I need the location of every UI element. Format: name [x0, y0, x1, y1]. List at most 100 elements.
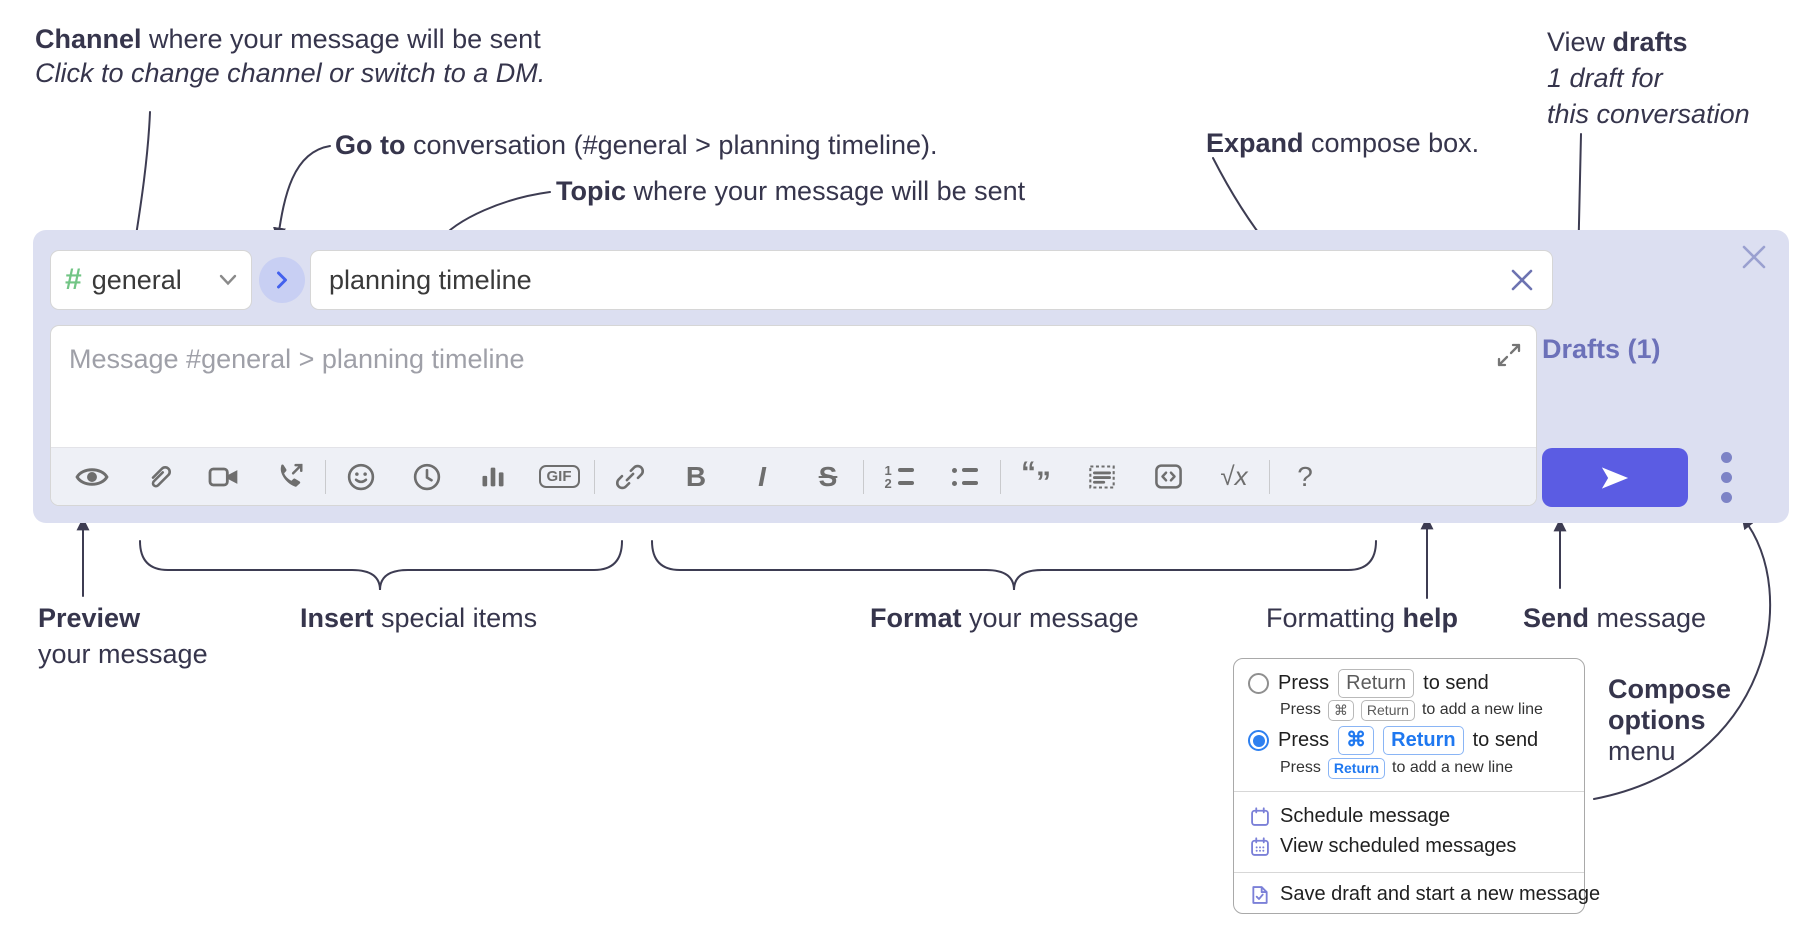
key-return: Return	[1360, 700, 1415, 721]
emoji-button[interactable]	[328, 462, 394, 492]
link-icon	[615, 464, 645, 489]
send-button[interactable]	[1542, 448, 1688, 507]
bulleted-list-button[interactable]	[932, 464, 998, 490]
annotation-formatting-help: Formatting help	[1266, 603, 1459, 633]
compose-toolbar: GIF B I	[51, 447, 1536, 505]
radio-option-cmd-return-to-send[interactable]: Press ⌘ Return to send	[1248, 726, 1538, 755]
message-input[interactable]: Message #general > planning timeline	[50, 325, 1537, 506]
key-return: Return	[1338, 669, 1415, 698]
connector-goto	[273, 145, 331, 241]
code-button[interactable]	[1135, 462, 1201, 491]
eye-icon	[75, 467, 109, 486]
math-button[interactable]: √x	[1201, 461, 1267, 492]
toolbar-divider	[1000, 459, 1001, 494]
bulleted-list-icon	[952, 464, 978, 490]
connector-channel	[130, 111, 151, 245]
expand-icon	[1497, 343, 1521, 367]
radio-option1-subtext: Press ⌘ Return to add a new line	[1280, 700, 1543, 721]
quote-button[interactable]: “ ”	[1003, 456, 1069, 499]
toolbar-divider	[594, 459, 595, 494]
strikethrough-icon: S	[818, 460, 838, 492]
video-call-button[interactable]	[191, 464, 257, 490]
quote-icon: “	[1021, 455, 1036, 489]
drafts-link[interactable]: Drafts (1)	[1542, 334, 1661, 364]
code-icon	[1154, 464, 1182, 489]
numbered-list-button[interactable]: 1 2	[866, 463, 932, 491]
clear-topic-icon[interactable]	[1510, 268, 1534, 292]
topic-value: planning timeline	[329, 264, 532, 295]
annotation-channel: Channel where your message will be sent …	[35, 24, 546, 88]
numbered-list-icon: 1 2	[885, 463, 914, 491]
radio-unselected-icon[interactable]	[1248, 673, 1269, 694]
attach-file-button[interactable]	[125, 462, 191, 492]
annotation-topic: Topic where your message will be sent	[556, 176, 1026, 206]
channel-selector[interactable]: # general	[50, 250, 252, 310]
topic-input[interactable]: planning timeline	[310, 250, 1553, 310]
bold-icon: B	[685, 460, 707, 492]
menu-divider	[1234, 872, 1584, 873]
annotation-goto: Go to conversation (#general > planning …	[335, 130, 938, 160]
time-button[interactable]	[394, 462, 460, 492]
compose-options-button[interactable]	[1714, 448, 1738, 507]
audio-call-button[interactable]	[257, 462, 323, 492]
menu-item-view-scheduled-messages[interactable]: View scheduled messages	[1250, 835, 1516, 858]
dot	[1720, 492, 1732, 503]
calendar-grid-icon	[1251, 836, 1269, 856]
key-cmd: ⌘	[1327, 700, 1354, 721]
message-placeholder: Message #general > planning timeline	[69, 344, 525, 374]
bold-button[interactable]: B	[663, 461, 729, 493]
dot	[1720, 452, 1732, 463]
key-cmd: ⌘	[1338, 726, 1375, 755]
spoiler-button[interactable]	[1069, 463, 1135, 491]
italic-icon: I	[758, 460, 766, 492]
question-mark-icon: ?	[1297, 460, 1313, 492]
phone-call-icon	[280, 463, 303, 487]
brace-format	[651, 540, 1377, 591]
preview-button[interactable]	[59, 464, 125, 490]
calendar-icon	[1251, 806, 1269, 826]
spoiler-icon	[1089, 464, 1115, 489]
close-compose-button[interactable]	[1741, 244, 1767, 275]
menu-item-save-draft[interactable]: Save draft and start a new message	[1250, 883, 1600, 906]
compose-box: # general planning timeline Message #gen…	[33, 230, 1789, 523]
save-draft-icon	[1252, 885, 1268, 904]
clock-icon	[413, 463, 441, 490]
link-button[interactable]	[597, 462, 663, 492]
menu-item-schedule-message[interactable]: Schedule message	[1250, 805, 1450, 828]
gif-button[interactable]: GIF	[526, 465, 592, 488]
annotation-send: Send message	[1523, 603, 1707, 633]
video-camera-icon	[208, 467, 238, 486]
goto-conversation-button[interactable]	[259, 257, 305, 303]
send-icon	[1601, 466, 1629, 489]
radio-selected-icon[interactable]	[1248, 730, 1269, 751]
key-return: Return	[1383, 726, 1464, 755]
toolbar-divider	[863, 459, 864, 494]
bar-chart-icon	[482, 467, 504, 486]
dot	[1720, 472, 1732, 483]
channel-hash-icon: #	[65, 263, 82, 296]
brace-insert	[139, 540, 623, 591]
radio-option-return-to-send[interactable]: Press Return to send	[1248, 669, 1489, 698]
smiley-icon	[347, 463, 375, 490]
italic-button[interactable]: I	[729, 461, 795, 493]
close-icon	[1742, 245, 1766, 269]
expand-compose-button[interactable]	[1496, 342, 1522, 373]
key-return: Return	[1327, 758, 1386, 779]
strikethrough-button[interactable]: S	[795, 461, 861, 493]
formatting-help-button[interactable]: ?	[1272, 461, 1338, 493]
math-icon: √x	[1220, 461, 1248, 491]
menu-divider	[1234, 791, 1584, 792]
chevron-right-icon	[277, 271, 287, 289]
annotation-insert: Insert special items	[300, 603, 538, 633]
radio-option2-subtext: Press Return to add a new line	[1280, 758, 1513, 779]
annotation-preview: Preview your message	[38, 603, 208, 669]
chevron-down-icon	[219, 274, 237, 286]
annotation-format: Format your message	[870, 603, 1139, 633]
compose-options-menu: Press Return to send Press ⌘ Return to a…	[1233, 658, 1600, 914]
paperclip-icon	[151, 465, 171, 488]
poll-button[interactable]	[460, 463, 526, 491]
channel-name: general	[91, 264, 182, 295]
toolbar-divider	[1269, 459, 1270, 494]
annotation-expand: Expand compose box.	[1206, 128, 1480, 158]
